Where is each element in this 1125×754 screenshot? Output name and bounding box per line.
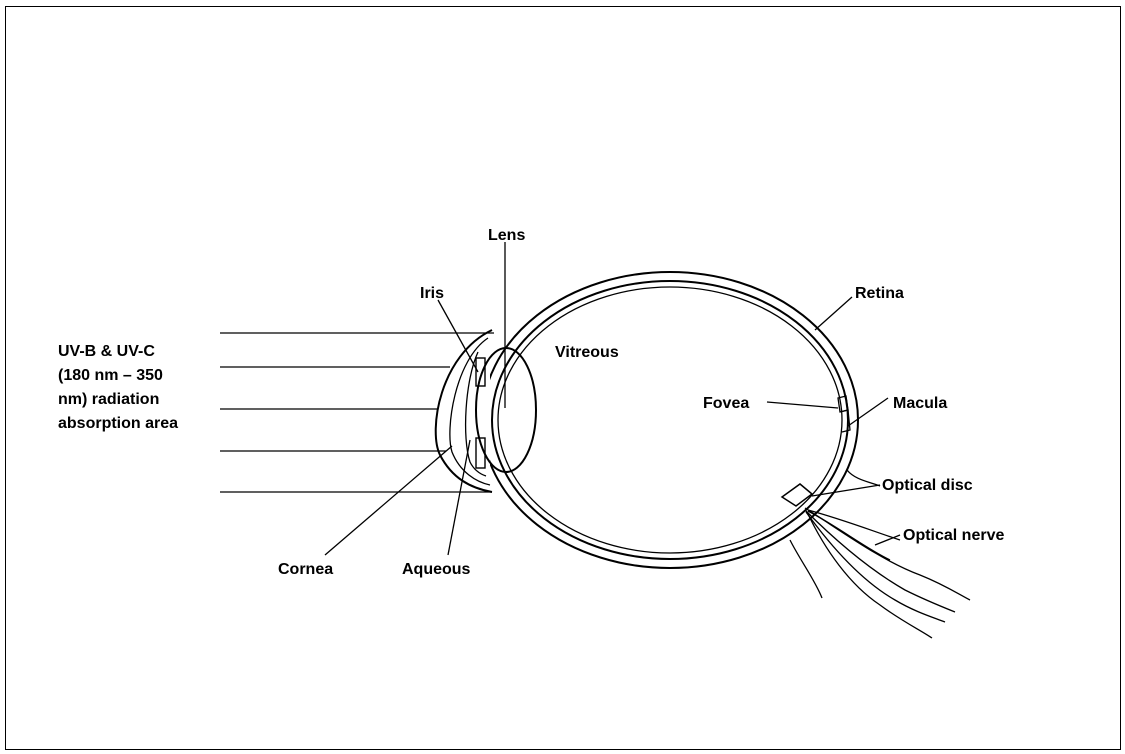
label-vitreous: Vitreous xyxy=(555,344,619,361)
sclera-inner xyxy=(492,281,848,559)
label-uv-line-3: nm) radiation xyxy=(58,391,159,408)
uv-ray-lines xyxy=(220,333,494,492)
sclera-outer xyxy=(482,272,858,568)
label-retina: Retina xyxy=(855,285,904,302)
label-uv-line-2: (180 nm – 350 xyxy=(58,367,163,384)
optic-disc-shape xyxy=(782,484,812,506)
aqueous-leader xyxy=(448,440,470,555)
retina-layer xyxy=(498,287,842,553)
label-lens: Lens xyxy=(488,227,525,244)
cornea-leader xyxy=(325,446,452,555)
macula-leader xyxy=(848,398,888,426)
label-optical-nerve: Optical nerve xyxy=(903,527,1004,544)
label-uv-line-1: UV-B & UV-C xyxy=(58,343,155,360)
fovea-leader xyxy=(767,402,838,408)
label-iris: Iris xyxy=(420,285,444,302)
nerve-sheath-upper xyxy=(847,470,880,486)
label-cornea: Cornea xyxy=(278,561,333,578)
label-aqueous: Aqueous xyxy=(402,561,471,578)
label-fovea: Fovea xyxy=(703,395,749,412)
label-uv-line-4: absorption area xyxy=(58,415,178,432)
retina-leader xyxy=(815,297,852,330)
label-macula: Macula xyxy=(893,395,947,412)
nerve-sheath-lower xyxy=(790,540,822,598)
label-optical-disc: Optical disc xyxy=(882,477,973,494)
